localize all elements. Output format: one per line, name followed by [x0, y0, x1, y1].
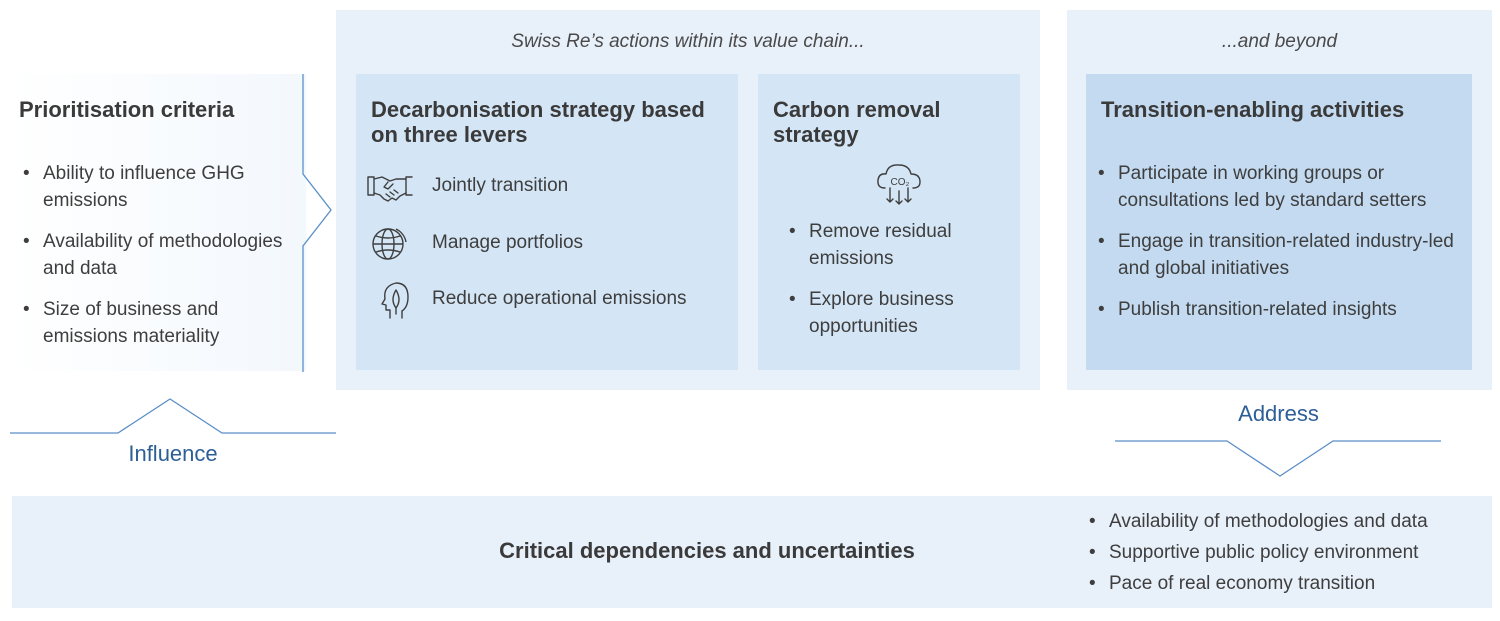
list-item: Availability of methodologies and data: [19, 228, 304, 282]
list-item: Publish transition-related insights: [1094, 296, 1469, 323]
lever-manage-portfolios: Manage portfolios: [366, 224, 726, 264]
decarbonisation-box: [356, 74, 738, 370]
list-item: Participate in working groups or consult…: [1094, 160, 1469, 214]
prioritisation-list: Ability to influence GHG emissions Avail…: [19, 160, 304, 364]
prioritisation-arrow: [302, 74, 332, 372]
list-item: Availability of methodologies and data: [1085, 509, 1495, 535]
beyond-heading: ...and beyond: [1221, 31, 1338, 52]
handshake-icon: [367, 176, 413, 202]
decarbonisation-title: Decarbonisation strategy based on three …: [371, 97, 705, 147]
lever-label: Manage portfolios: [432, 232, 584, 253]
prioritisation-title: Prioritisation criteria: [19, 97, 235, 122]
head-leaf-icon: [381, 282, 409, 319]
influence-label: Influence: [128, 441, 218, 466]
list-item: Size of business and emissions materiali…: [19, 296, 304, 350]
transition-enabling-title: Transition-enabling activities: [1101, 97, 1405, 122]
carbon-removal-title: Carbon removal strategy: [773, 97, 941, 147]
lever-label: Reduce operational emissions: [432, 288, 687, 309]
list-item: Explore business opportunities: [785, 286, 1015, 340]
co2-cloud-icon: CO₂: [877, 164, 921, 205]
list-item: Remove residual emissions: [785, 218, 1015, 272]
lever-reduce-operational: Reduce operational emissions: [366, 280, 726, 320]
carbon-removal-list: Remove residual emissions Explore busine…: [785, 218, 1015, 354]
influence-chevron: [10, 398, 336, 434]
list-item: Supportive public policy environment: [1085, 540, 1495, 566]
list-item: Engage in transition-related industry-le…: [1094, 228, 1469, 282]
transition-enabling-list: Participate in working groups or consult…: [1094, 160, 1469, 337]
lever-label: Jointly transition: [432, 175, 569, 196]
address-chevron: [1115, 440, 1441, 477]
lever-jointly-transition: Jointly transition: [366, 167, 726, 207]
value-chain-heading: Swiss Re’s actions within its value chai…: [511, 31, 865, 52]
address-label: Address: [1238, 401, 1319, 426]
globe-icon: [372, 228, 407, 260]
list-item: Ability to influence GHG emissions: [19, 160, 304, 214]
critical-dependencies-title: Critical dependencies and uncertainties: [499, 538, 915, 563]
critical-dependencies-list: Availability of methodologies and data S…: [1085, 509, 1495, 602]
list-item: Pace of real economy transition: [1085, 571, 1495, 597]
co2-text: CO₂: [891, 177, 910, 188]
